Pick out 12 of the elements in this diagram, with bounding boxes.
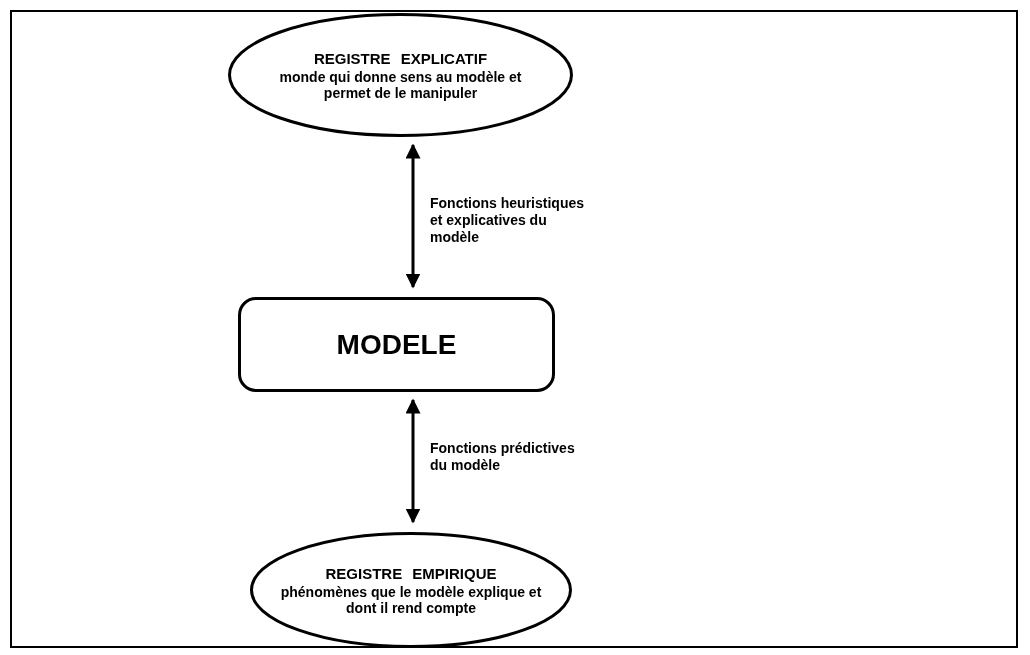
ellipse-node (228, 13, 573, 137)
node-description: phénomènes que le modèle explique et dont il rend compte (279, 583, 543, 616)
edge-label: Fonctions prédictives du modèle (430, 440, 576, 474)
rounded-box (238, 297, 555, 392)
node-title: MODELE (336, 328, 457, 361)
edge-label: Fonctions heuristiques et explicatives du modèle (430, 195, 585, 246)
double-arrow (405, 143, 421, 289)
node-heading: REGISTRE EXPLICATIF (313, 49, 488, 67)
ellipse-node (250, 532, 572, 648)
node-heading: REGISTRE EMPIRIQUE (325, 564, 497, 582)
double-arrow (405, 398, 421, 524)
node-description: monde qui donne sens au modèle et permet de le manipuler (278, 68, 523, 101)
